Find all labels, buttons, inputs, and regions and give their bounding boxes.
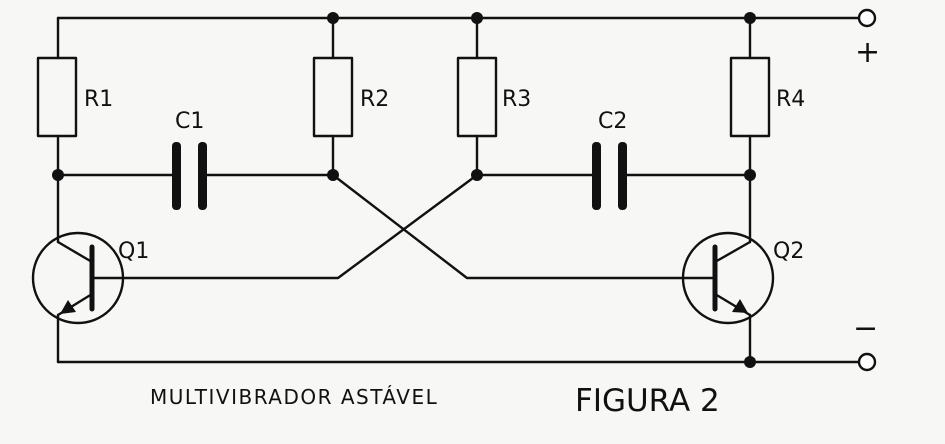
junction-r3-c2 xyxy=(471,169,483,181)
junction-r1-c1 xyxy=(52,169,64,181)
q2-emitter-arrow xyxy=(732,299,748,313)
circuit-caption: MULTIVIBRADOR ASTÁVEL xyxy=(150,385,438,409)
capacitor-c1-plate-left xyxy=(172,142,181,210)
negative-terminal xyxy=(857,352,877,372)
figure-label: FIGURA 2 xyxy=(575,383,720,419)
junction-bottom-q2 xyxy=(744,356,756,368)
junction-top-r4 xyxy=(744,12,756,24)
junction-r2-c1 xyxy=(327,169,339,181)
negative-sign: − xyxy=(853,311,878,346)
capacitor-c2-plate-right xyxy=(618,142,627,210)
label-r3: R3 xyxy=(502,87,531,112)
transistor-q2-body xyxy=(681,231,775,325)
resistor-r2 xyxy=(312,56,354,138)
junction-top-r2 xyxy=(327,12,339,24)
positive-terminal xyxy=(857,8,877,28)
junction-top-r3 xyxy=(471,12,483,24)
label-q2: Q2 xyxy=(773,239,804,264)
label-r1: R1 xyxy=(84,87,113,112)
label-c2: C2 xyxy=(598,109,627,134)
resistor-r3 xyxy=(456,56,498,138)
q2-collector xyxy=(713,240,752,264)
label-c1: C1 xyxy=(175,109,204,134)
transistor-q1-body xyxy=(31,231,125,325)
positive-sign: + xyxy=(855,35,880,70)
junction-r4-c2 xyxy=(744,169,756,181)
resistor-r4 xyxy=(729,56,771,138)
cross-wire-r2-to-q2-base xyxy=(331,173,717,280)
cross-wire-r3-to-q1-base xyxy=(90,173,479,280)
label-q1: Q1 xyxy=(118,239,149,264)
capacitor-c2-plate-left xyxy=(592,142,601,210)
label-r2: R2 xyxy=(360,87,389,112)
capacitor-c1-plate-right xyxy=(198,142,207,210)
q1-emitter-arrow xyxy=(60,300,76,314)
q1-collector xyxy=(56,240,94,264)
resistor-r1 xyxy=(36,56,78,138)
label-r4: R4 xyxy=(776,87,805,112)
